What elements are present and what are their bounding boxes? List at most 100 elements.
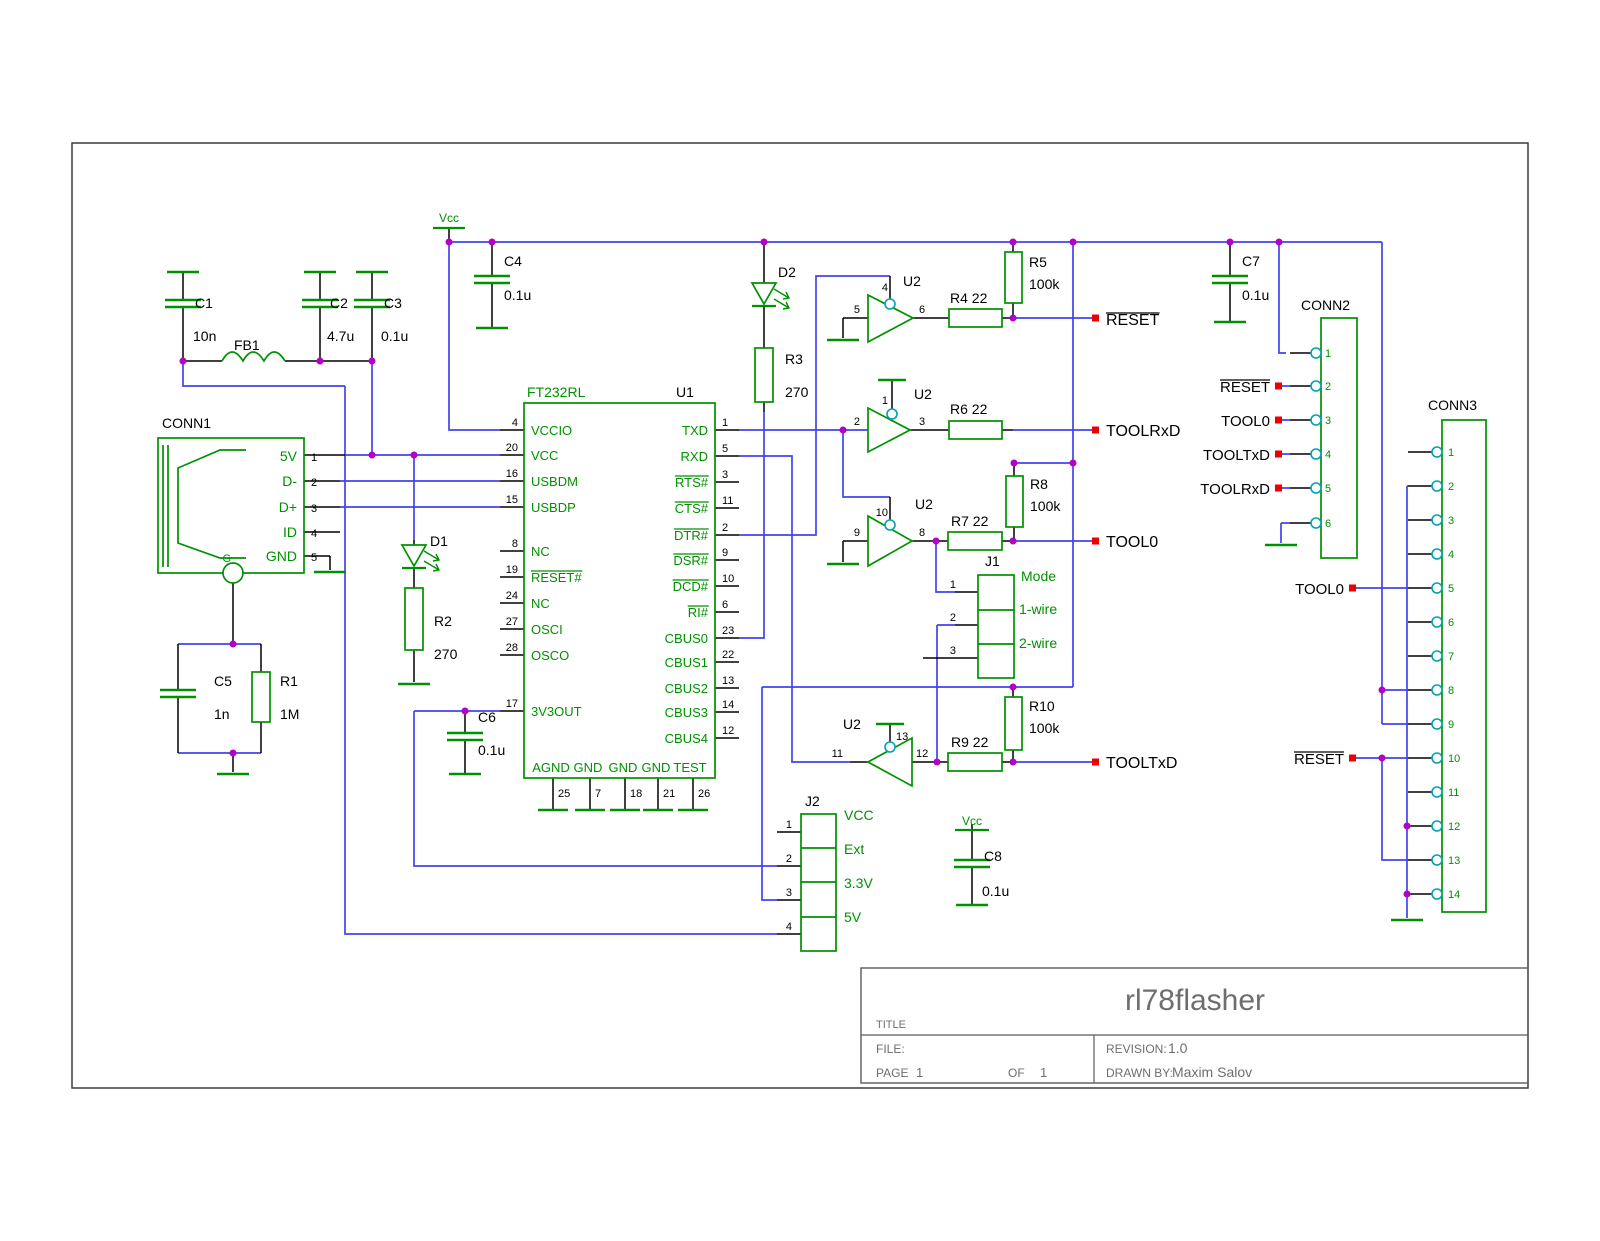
j2-pin-4: 4 [786,921,792,933]
conn3-pin-4: 4 [1448,549,1454,561]
c6-ref: C6 [478,709,496,725]
u1-pin-label-usbdp: USBDP [531,500,576,515]
d2-led-arrows [773,288,791,310]
r6-resistor [948,420,1003,440]
conn2-net-tool0: TOOL0 [1221,413,1270,430]
title-block-dividers [861,1034,1528,1083]
fb1-ref: FB1 [234,337,260,353]
conn3-pin-9: 9 [1448,719,1454,731]
u1-pin-7: 7 [595,788,601,800]
u1-pin-label-vccio: VCCIO [531,423,572,438]
u1-pin-19: 19 [506,564,518,576]
u1-pin-label-cts: CTS# [675,501,709,516]
u1-pin-4: 4 [512,417,518,429]
r8-ref: R8 [1030,476,1048,492]
u2a-ref: U2 [903,273,921,289]
r3-resistor [754,347,774,403]
u1-pin-label-cbus3: CBUS3 [665,705,708,720]
d2-ref: D2 [778,264,796,280]
c8-ref: C8 [984,848,1002,864]
j2-ref: J2 [805,793,820,809]
c2-capacitor [302,270,338,309]
conn1-pin-1: 1 [311,452,317,464]
rxd-net [739,455,850,763]
u1-pin-label-dtr: DTR# [674,528,709,543]
u1-pin-label-osco: OSCO [531,648,569,663]
misc-gnd-bars [314,543,1423,922]
conn3-stubs [1408,451,1432,895]
vcc-symbol-bars [433,226,989,832]
conn2-nets [1280,385,1290,543]
usb-5v-net [182,361,777,935]
r3-ref: R3 [785,351,803,367]
cbus0-net [739,412,765,639]
gate1-leads [842,242,1014,338]
c7-capacitor [1212,274,1248,324]
j2-label-5v: 5V [844,909,862,925]
conn2-net-reset: RESET [1220,379,1270,396]
r8-value: 100k [1030,498,1061,514]
u1-pin-12: 12 [722,725,734,737]
d1-led [400,544,441,572]
conn3-pin-7: 7 [1448,651,1454,663]
conn2-pin-4: 4 [1325,449,1331,461]
r1-value: 1M [280,706,299,722]
conn1-pin-3: 3 [311,503,317,515]
net-label-tooltxd: TOOLTxD [1106,755,1177,772]
u1-pin-label-agnd: AGND [532,760,570,775]
title-block-of-value: 1 [1040,1065,1047,1080]
junction-dots [179,238,1411,898]
c8-value: 0.1u [982,883,1009,899]
c1-capacitor [165,270,201,309]
u1-pin-20: 20 [506,442,518,454]
u1-pin-label-3v3out: 3V3OUT [531,704,582,719]
conn2-pin-3: 3 [1325,415,1331,427]
u1-pin-17: 17 [506,698,518,710]
u1-body [523,402,716,779]
u2c-pin-8: 8 [919,527,925,539]
title-block-page-value: 1 [916,1065,923,1080]
c2-value: 4.7u [327,328,354,344]
conn1-ref: CONN1 [162,415,211,431]
u2d-pin-11: 11 [832,748,843,760]
c5-value: 1n [214,706,230,722]
u1-pin-label-txd: TXD [682,423,708,438]
d2-led [750,282,791,310]
u1-pin-6: 6 [722,599,728,611]
title-block-drawnby-value: Maxim Salov [1172,1064,1252,1080]
c3-value: 0.1u [381,328,408,344]
gate2-leads [891,380,1013,431]
d1-led-arrows [423,550,441,572]
j1-header [977,574,1015,679]
r7-label: R7 22 [951,513,989,529]
conn1-shield-label: G [222,553,231,565]
u1-pin-label-usbdm: USBDM [531,474,578,489]
u2b-pin-1: 1 [882,395,888,407]
u1-pin-label-dcd: DCD# [673,579,709,594]
u1-pin-2: 2 [722,522,728,534]
j1-label-mode: Mode [1021,568,1056,584]
u1-pin-label-rts: RTS# [675,475,709,490]
conn3-net-reset: RESET [1294,751,1344,768]
j1-stubs [923,591,978,659]
j2-pin-2: 2 [786,853,792,865]
conn3-pin-12: 12 [1448,821,1460,833]
u1-pin-27: 27 [506,616,518,628]
u1-pin-21: 21 [663,788,675,800]
u1-pin-label-osci: OSCI [531,622,563,637]
u1-pin-label-vcc: VCC [531,448,558,463]
c3-capacitor [354,270,390,309]
title-block-drawnby-label: DRAWN BY: [1106,1066,1173,1080]
title-block-revision-label: REVISION: [1106,1042,1167,1056]
filter-leads [182,242,493,362]
conn1-pin-label-5v: 5V [280,448,298,464]
u2a-pin-4: 4 [882,282,888,294]
vcc-branch-net [761,462,1073,901]
conn3-pin-3: 3 [1448,515,1454,527]
net-label-tool0: TOOL0 [1106,534,1158,551]
c7-ref: C7 [1242,253,1260,269]
c1-ref: C1 [195,295,213,311]
title-block-of-label: OF [1008,1066,1025,1080]
c4-capacitor [474,274,510,330]
conn3-body [1441,419,1487,913]
